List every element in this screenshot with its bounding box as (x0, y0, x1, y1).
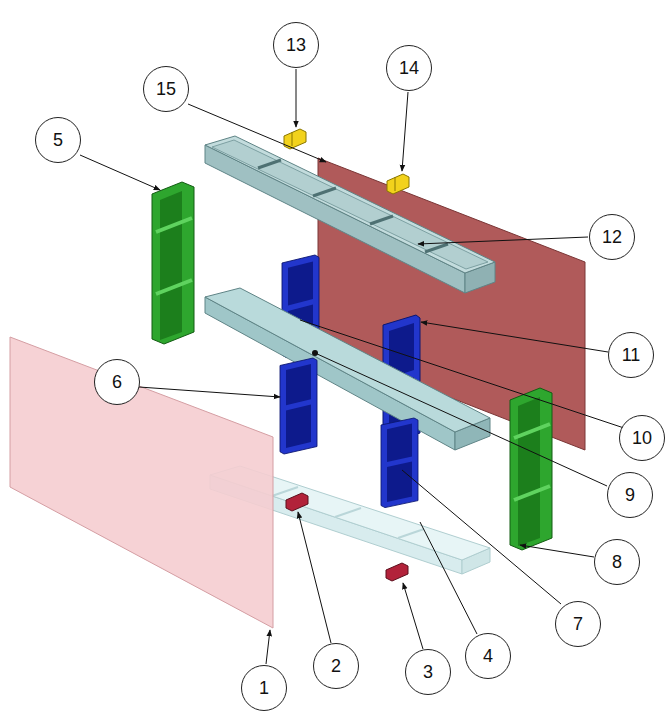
callout-balloon: 10 (619, 415, 665, 461)
top-frame (205, 136, 495, 293)
post-crossbar (156, 218, 192, 232)
frame-rib (370, 216, 393, 224)
callout-balloon: 3 (405, 649, 451, 695)
frame-window (286, 364, 311, 405)
post-outline (152, 182, 194, 344)
callout-number: 14 (399, 59, 419, 77)
yellow-clip (387, 174, 409, 194)
clip-body (286, 493, 308, 511)
red-clip (286, 493, 308, 511)
post-crossbar (514, 424, 550, 438)
red-clip (386, 563, 408, 581)
frame-outline (280, 358, 317, 454)
shelf-top (205, 288, 490, 432)
callout-number: 13 (286, 36, 306, 54)
leader-line (420, 522, 477, 634)
callout-number: 12 (602, 228, 622, 246)
post-crossbar (514, 486, 550, 500)
callout-balloon: 5 (35, 117, 81, 163)
callout-balloon: 15 (143, 66, 189, 112)
callout-balloon: 9 (607, 472, 653, 518)
callout-number: 15 (156, 80, 176, 98)
callout-number: 9 (625, 486, 635, 504)
callout-balloon: 14 (386, 45, 432, 91)
callout-number: 4 (483, 647, 493, 665)
frame-window (387, 424, 412, 463)
callout-balloon: 2 (313, 643, 359, 689)
leader-line (402, 470, 561, 604)
clip-body (387, 174, 409, 194)
post-outline (510, 388, 552, 550)
post-crossbar (156, 280, 192, 294)
callout-balloon: 12 (589, 214, 635, 260)
callout-balloon: 7 (555, 601, 601, 647)
frame-window (288, 261, 313, 305)
leader-line (300, 320, 624, 428)
clip-edge (395, 177, 396, 191)
frame-window (286, 405, 311, 449)
callout-balloon: 13 (273, 22, 319, 68)
frame-window (387, 461, 412, 502)
callout-balloon: 8 (594, 539, 640, 585)
frame-rib (272, 487, 298, 496)
callout-balloon: 11 (608, 332, 654, 378)
callout-number: 1 (259, 679, 269, 697)
leader-line (402, 92, 408, 171)
leader-line (188, 104, 326, 162)
leader-line (80, 155, 160, 190)
leader-line (421, 322, 608, 352)
frame-rib (258, 160, 281, 168)
leader-line (296, 69, 297, 127)
clip-body (386, 563, 408, 581)
frame-tray (212, 140, 488, 269)
front-panel (10, 337, 273, 628)
green-post (510, 388, 552, 550)
leader-line (520, 545, 594, 557)
frame-rib (398, 529, 424, 538)
callout-balloon: 6 (94, 359, 140, 405)
frame-outline (381, 418, 418, 508)
leader-line (418, 237, 588, 244)
blue-frame (381, 418, 418, 508)
leader-line (266, 630, 270, 664)
callout-balloon: 1 (241, 665, 287, 711)
callout-balloon: 4 (465, 633, 511, 679)
green-post (152, 182, 194, 344)
blue-frame (280, 358, 317, 454)
frame-top (205, 136, 495, 273)
post-web (518, 397, 540, 546)
frame-rib (425, 244, 448, 252)
leader-line (298, 512, 331, 643)
leader-line (403, 583, 423, 649)
post-web (160, 191, 182, 340)
frame-rib (313, 188, 336, 196)
clip-edge (292, 132, 293, 146)
callout-number: 5 (53, 131, 63, 149)
callout-number: 2 (331, 657, 341, 675)
callout-number: 3 (423, 663, 433, 681)
leader-lines (80, 69, 624, 664)
frame-side (205, 145, 465, 293)
frame-rib (335, 508, 361, 517)
callout-number: 10 (632, 429, 652, 447)
callout-number: 6 (112, 373, 122, 391)
callout-number: 11 (622, 346, 641, 364)
callout-number: 7 (573, 615, 583, 633)
callout-number: 8 (612, 553, 622, 571)
leader-line (315, 353, 607, 486)
leader-line (139, 387, 280, 397)
